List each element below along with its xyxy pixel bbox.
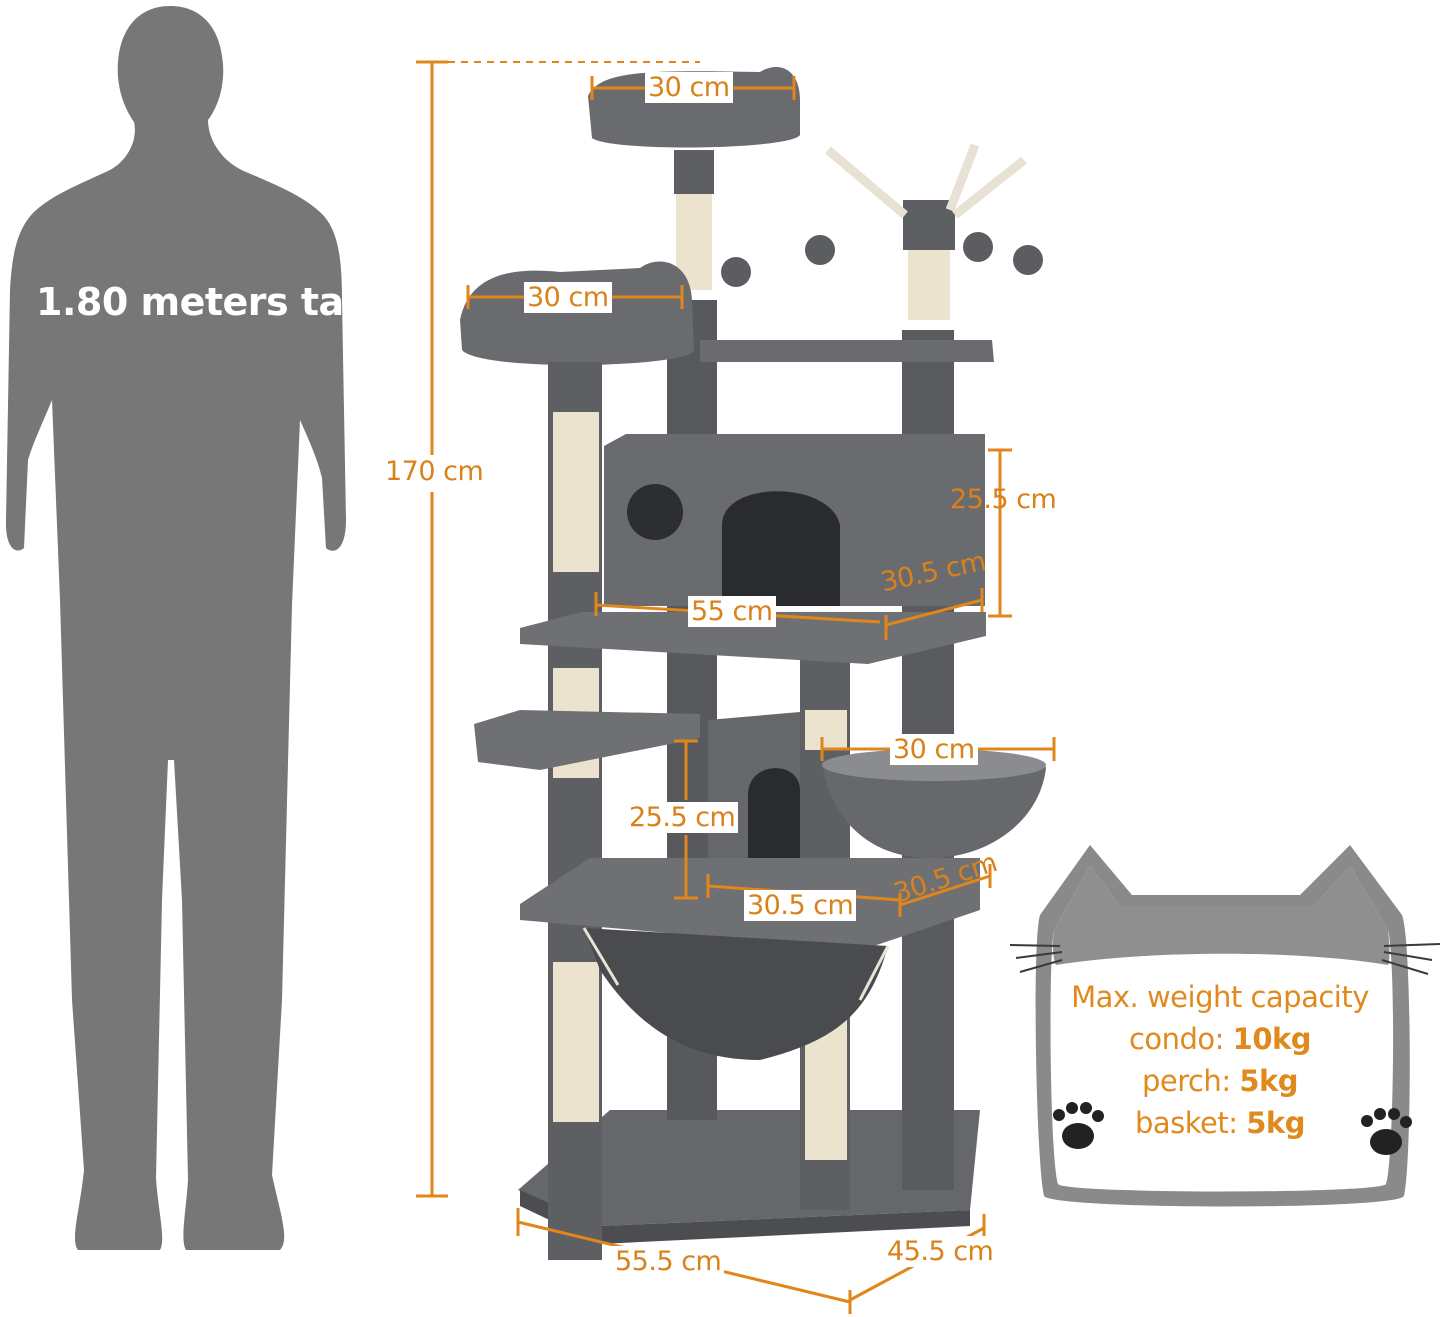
upper-perch-width-label: 30 cm <box>524 282 612 313</box>
capacity-perch-label: perch: <box>1141 1064 1231 1098</box>
platform-width-label: 55 cm <box>688 596 776 627</box>
cat-tree <box>460 67 1046 1260</box>
base-depth-label: 45.5 cm <box>884 1236 997 1267</box>
paw-print-left <box>1053 1102 1104 1149</box>
capacity-basket-label: basket: <box>1135 1106 1238 1140</box>
capacity-basket-value: 5kg <box>1246 1106 1305 1140</box>
capacity-perch-value: 5kg <box>1239 1064 1299 1098</box>
basket-width-label: 30 cm <box>890 734 978 765</box>
top-perch-width-label: 30 cm <box>645 72 733 103</box>
capacity-condo: condo: 10kg <box>1040 1022 1400 1056</box>
capacity-condo-label: condo: <box>1128 1022 1225 1056</box>
lower-condo-width-label: 30.5 cm <box>744 890 857 921</box>
condo-height-label: 25.5 cm <box>950 484 1057 515</box>
total-height-label: 170 cm <box>382 456 487 487</box>
capacity-badge <box>1009 845 1441 1207</box>
person-height-label: 1.80 meters tall <box>36 280 369 324</box>
capacity-title: Max. weight capacity <box>1071 980 1369 1014</box>
person-silhouette <box>5 6 346 1250</box>
lower-condo-height-label: 25.5 cm <box>626 802 739 833</box>
capacity-condo-value: 10kg <box>1232 1022 1312 1056</box>
capacity-perch: perch: 5kg <box>1040 1064 1400 1098</box>
paw-print-right <box>1361 1108 1412 1155</box>
base-width-label: 55.5 cm <box>612 1246 725 1277</box>
height-guide <box>416 60 700 1198</box>
capacity-basket: basket: 5kg <box>1040 1106 1400 1140</box>
